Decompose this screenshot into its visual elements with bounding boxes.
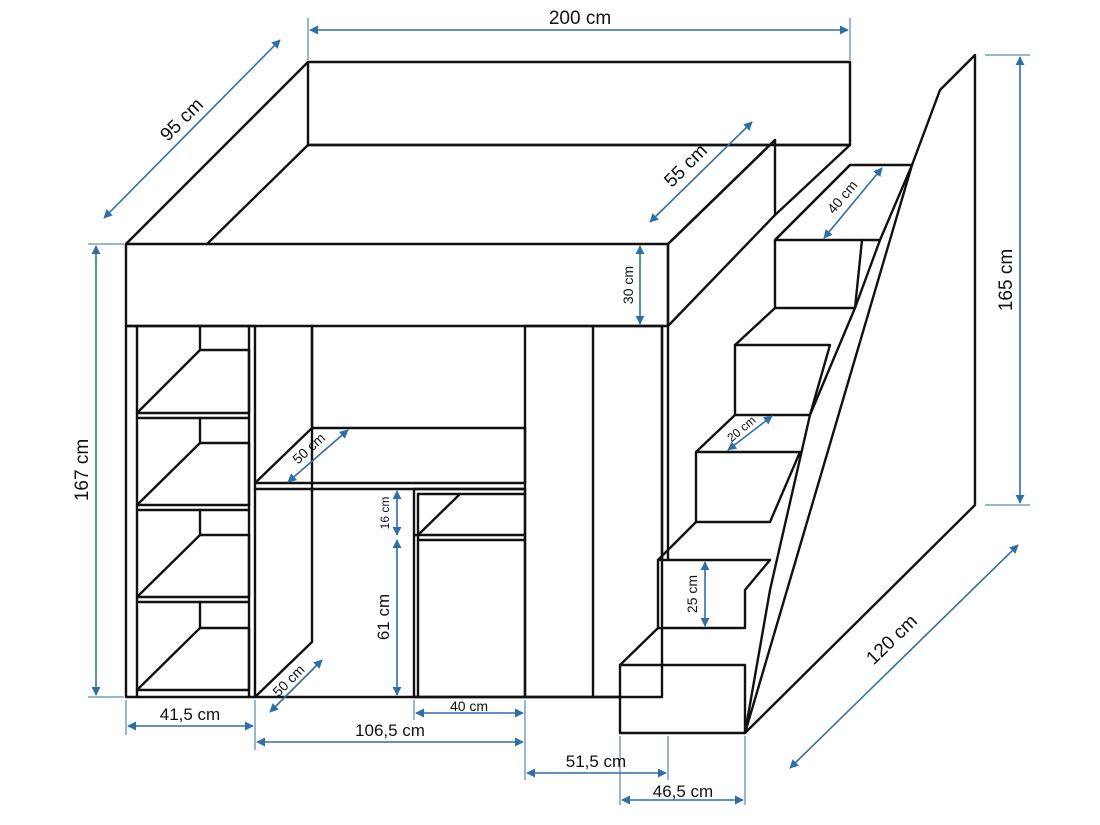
dim-desk-depth bbox=[287, 429, 349, 483]
left-side-top bbox=[124, 60, 310, 246]
shelf-3-diag bbox=[135, 533, 202, 599]
step-4-tread bbox=[733, 343, 832, 417]
step-5-tread bbox=[773, 238, 864, 310]
label-step-depth: 40 cm bbox=[824, 177, 861, 216]
shelf-4-diag bbox=[135, 626, 202, 692]
stairs-front-edge bbox=[743, 163, 914, 735]
bookshelf-side bbox=[253, 324, 314, 699]
bed-frame bbox=[124, 60, 852, 328]
shelf-1-diag bbox=[135, 348, 202, 415]
label-guard-depth: 55 cm bbox=[660, 140, 711, 191]
label-stairs-length: 120 cm bbox=[862, 611, 921, 669]
label-stairs-height: 165 cm bbox=[996, 249, 1017, 311]
bookshelf-body bbox=[124, 324, 257, 699]
label-cabinet-width: 40 cm bbox=[450, 698, 488, 714]
back-panel bbox=[306, 60, 852, 147]
dim-step-depth bbox=[823, 167, 883, 239]
dim-stairs-length bbox=[789, 544, 1019, 769]
label-drawer-height: 16 cm bbox=[378, 497, 392, 530]
shelf-4 bbox=[135, 600, 251, 692]
label-stairs-width: 46,5 cm bbox=[653, 782, 713, 801]
step-1-tread bbox=[618, 663, 747, 735]
dim-step-rise bbox=[727, 415, 773, 451]
wardrobe bbox=[253, 324, 670, 699]
label-step-height-low: 25 cm bbox=[684, 575, 700, 613]
wardrobe-body bbox=[523, 324, 664, 699]
stairs-side-panel bbox=[743, 53, 977, 735]
label-cabinet-height: 61 cm bbox=[374, 594, 393, 640]
shelf-3 bbox=[135, 508, 251, 599]
dimension-arrows bbox=[91, 25, 1025, 805]
label-desk-width: 106,5 cm bbox=[355, 721, 425, 740]
label-shelf-width: 41,5 cm bbox=[160, 705, 220, 724]
label-wardrobe-width: 51,5 cm bbox=[566, 752, 626, 771]
label-desk-depth: 50 cm bbox=[289, 430, 328, 467]
left-rail-inner bbox=[205, 143, 310, 246]
shelf-1 bbox=[135, 324, 251, 415]
step-3-tread bbox=[694, 450, 802, 524]
bookshelf bbox=[124, 324, 314, 699]
label-total-height: 167 cm bbox=[72, 439, 93, 501]
dim-guard-depth bbox=[649, 121, 753, 223]
step-2-tread bbox=[656, 558, 772, 630]
stairs bbox=[618, 53, 977, 735]
shelf-2 bbox=[135, 416, 251, 507]
front-guard-rail bbox=[124, 242, 670, 328]
extension-lines bbox=[88, 18, 1030, 805]
dimension-labels: 200 cm 95 cm 55 cm 40 cm 30 cm 167 cm 16… bbox=[72, 8, 1017, 801]
back-right-drop bbox=[773, 143, 852, 217]
label-width-top: 200 cm bbox=[549, 8, 611, 29]
dim-depth-top bbox=[103, 39, 281, 219]
shelf-2-diag bbox=[135, 441, 202, 507]
desk-cabinet bbox=[412, 487, 527, 699]
dim-base-depth bbox=[269, 659, 323, 713]
label-guard-height: 30 cm bbox=[620, 266, 636, 304]
drawer-diag bbox=[416, 492, 462, 537]
